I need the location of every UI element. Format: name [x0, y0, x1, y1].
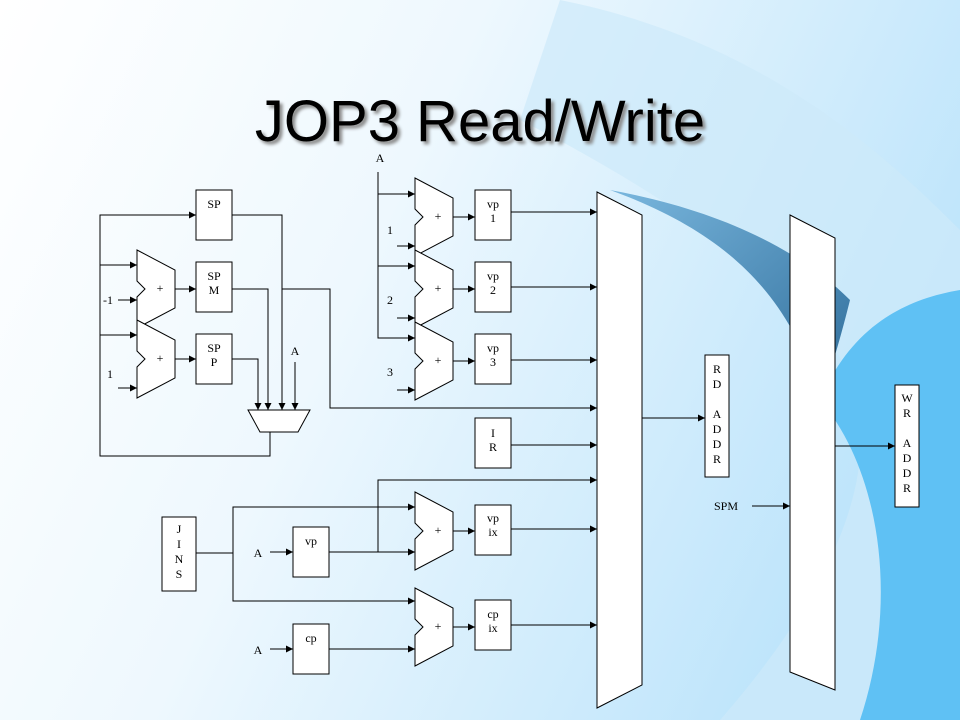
rdaddr-label-line-4: D	[713, 422, 722, 436]
background-swoosh-blue	[820, 290, 960, 720]
jins-label-line-0: J	[177, 522, 182, 536]
wraddr-label-line-4: D	[903, 451, 912, 465]
adder-vpix-sign: +	[435, 523, 442, 537]
input-minus-one: -1	[103, 293, 113, 307]
rdaddr-register	[704, 354, 730, 478]
read-mux	[596, 191, 643, 709]
vpix-label-line-0: vp	[487, 511, 499, 525]
wraddr-label-line-1: R	[903, 406, 911, 420]
adder-sp_inc-sign: +	[157, 351, 164, 365]
vpix-register	[474, 504, 512, 556]
jins-label-line-2: N	[175, 552, 184, 566]
vp2-label-line-0: vp	[487, 269, 499, 283]
adder-vp3	[414, 321, 454, 401]
rdaddr-label-line-3: A	[713, 407, 722, 421]
input-a-vp: A	[254, 546, 263, 560]
input-a-mux: A	[291, 344, 300, 358]
write-mux	[789, 214, 836, 691]
adder-vp1	[414, 177, 454, 257]
input-two-vp: 2	[387, 293, 393, 307]
adder-sp-inc	[136, 319, 176, 399]
spp-label-line-0: SP	[207, 341, 221, 355]
input-a-cp: A	[254, 643, 263, 657]
cpix-label-line-0: cp	[487, 607, 498, 621]
spm-register	[195, 261, 233, 313]
slide-title: JOP3 Read/Write	[254, 89, 706, 154]
sp-input-mux	[247, 409, 311, 433]
adder-cpix	[414, 587, 454, 667]
wraddr-label-line-6: R	[903, 481, 911, 495]
wraddr-label-line-3: A	[903, 436, 912, 450]
rdaddr-label-line-1: D	[713, 377, 722, 391]
input-one-sp: 1	[107, 367, 113, 381]
vp3-register	[474, 333, 512, 385]
rdaddr-label-line-5: D	[713, 437, 722, 451]
adder-sp_dec-sign: +	[157, 281, 164, 295]
vp3-label-line-1: 3	[490, 355, 496, 369]
input-three-vp: 3	[387, 365, 393, 379]
input-one-vp: 1	[387, 223, 393, 237]
rdaddr-label-line-6: R	[713, 452, 721, 466]
vp1-label-line-1: 1	[490, 211, 496, 225]
adder-vp1-sign: +	[435, 209, 442, 223]
ir-register	[474, 417, 512, 469]
wraddr-label-line-5: D	[903, 466, 912, 480]
input-spm: SPM	[714, 499, 738, 513]
vp2-label-line-1: 2	[490, 283, 496, 297]
ir-label-line-1: R	[489, 440, 497, 454]
adder-cpix-sign: +	[435, 619, 442, 633]
adder-sp-dec	[136, 249, 176, 329]
cp-label-line-0: cp	[305, 631, 316, 645]
adder-vp3-sign: +	[435, 353, 442, 367]
jins-label-line-1: I	[177, 537, 181, 551]
adder-vp2-sign: +	[435, 281, 442, 295]
adder-vp2	[414, 249, 454, 329]
ir-label-line-0: I	[491, 426, 495, 440]
jins-register	[161, 516, 197, 592]
adder-vpix	[414, 491, 454, 571]
wraddr-label-line-0: W	[901, 391, 913, 405]
vpix-label-line-1: ix	[488, 525, 497, 539]
cpix-label-line-1: ix	[488, 621, 497, 635]
spm-label-line-0: SP	[207, 269, 221, 283]
rdaddr-label-line-0: R	[713, 362, 721, 376]
input-a-top: A	[376, 151, 385, 165]
vp1-label-line-0: vp	[487, 197, 499, 211]
vp-label-line-0: vp	[305, 534, 317, 548]
vp1-register	[474, 189, 512, 241]
spm-label-line-1: M	[209, 283, 220, 297]
spp-label-line-1: P	[211, 355, 218, 369]
sp-label-line-0: SP	[207, 197, 221, 211]
background-swoosh-light	[520, 0, 960, 720]
vp3-label-line-0: vp	[487, 341, 499, 355]
jins-label-line-3: S	[176, 567, 183, 581]
